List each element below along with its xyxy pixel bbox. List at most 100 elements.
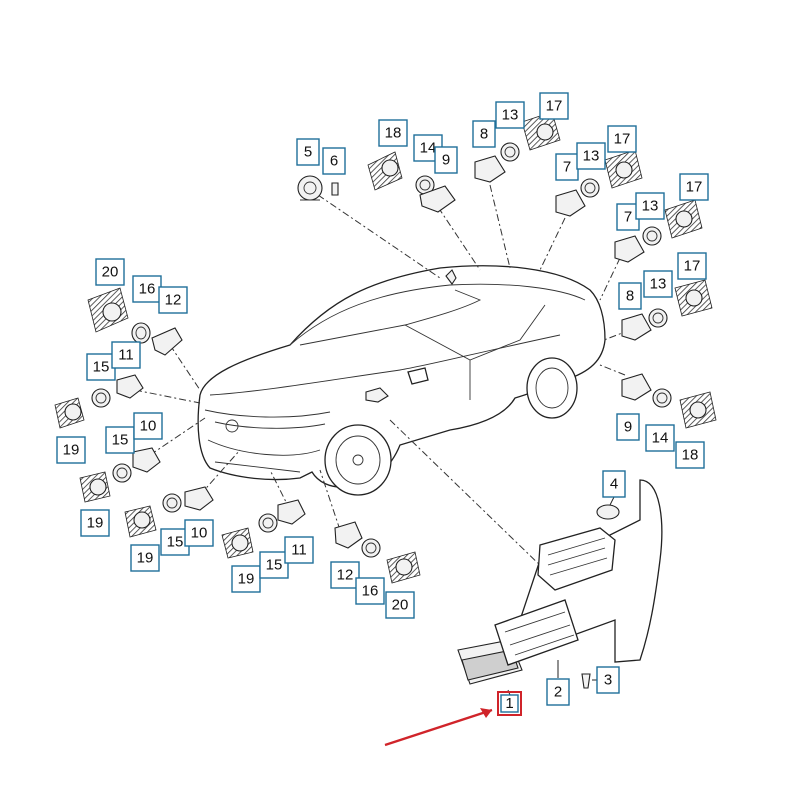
callout-11-bottom: 11 bbox=[284, 536, 314, 564]
svg-text:12: 12 bbox=[165, 292, 182, 309]
svg-text:17: 17 bbox=[684, 258, 701, 275]
car-side-window bbox=[404, 304, 546, 361]
screw-3 bbox=[581, 673, 591, 689]
callout-4: 4 bbox=[602, 470, 626, 498]
svg-text:7: 7 bbox=[624, 209, 632, 226]
sensor-11-bottom bbox=[277, 499, 306, 525]
sensor-9-right bbox=[621, 373, 652, 401]
callout-17-upper: 17 bbox=[607, 125, 637, 153]
svg-text:13: 13 bbox=[502, 107, 519, 124]
sensor-9-top bbox=[419, 185, 456, 213]
sensor-7-upper bbox=[555, 189, 586, 217]
warning-buzzer-5 bbox=[297, 175, 323, 201]
callout-12-bottom: 12 bbox=[330, 561, 360, 589]
callout-3: 3 bbox=[596, 666, 620, 694]
callout-9-right: 9 bbox=[616, 413, 640, 441]
callout-8-right: 8 bbox=[618, 282, 642, 310]
leader-lines bbox=[134, 184, 631, 571]
car-lower-grille bbox=[214, 461, 301, 473]
callout-13-lower: 13 bbox=[643, 270, 673, 298]
callout-5: 5 bbox=[296, 138, 320, 166]
svg-text:9: 9 bbox=[624, 419, 632, 436]
seal-ring-15-mid bbox=[112, 463, 132, 483]
seal-ring-13-right bbox=[642, 226, 662, 246]
callout-17-right: 17 bbox=[679, 173, 709, 201]
front-wheel bbox=[324, 424, 392, 496]
callout-16-top: 16 bbox=[132, 275, 162, 303]
callout-9-top: 9 bbox=[434, 146, 458, 174]
callout-20-bottom: 20 bbox=[385, 591, 415, 619]
car-windshield bbox=[299, 289, 482, 346]
seal-ring-13-lower bbox=[648, 308, 668, 328]
svg-text:6: 6 bbox=[330, 153, 338, 170]
sensor-12-top bbox=[151, 327, 183, 356]
callout-19-top: 19 bbox=[56, 436, 86, 464]
svg-text:20: 20 bbox=[102, 264, 119, 281]
front-module-marker bbox=[365, 387, 389, 403]
svg-text:15: 15 bbox=[93, 359, 110, 376]
seal-ring-13-top bbox=[500, 142, 520, 162]
sensor-10-mid bbox=[132, 447, 161, 473]
seal-ring-15-top bbox=[91, 388, 111, 408]
callout-1: 1 bbox=[500, 694, 519, 713]
svg-text:19: 19 bbox=[137, 550, 154, 567]
svg-text:1: 1 bbox=[505, 695, 513, 712]
car-roofline bbox=[289, 283, 586, 346]
svg-text:18: 18 bbox=[682, 447, 699, 464]
control-unit-holder bbox=[494, 599, 579, 666]
seal-ring-16-bottom bbox=[361, 538, 381, 558]
callout-13-right: 13 bbox=[635, 192, 665, 220]
svg-text:14: 14 bbox=[420, 140, 437, 157]
sensor-8-top bbox=[474, 155, 506, 183]
car-grille bbox=[204, 409, 331, 418]
svg-text:17: 17 bbox=[686, 179, 703, 196]
sensor-11-top bbox=[116, 374, 144, 399]
callout-12-top: 12 bbox=[158, 286, 188, 314]
component-4 bbox=[596, 504, 620, 520]
highlight-box-part-1 bbox=[497, 691, 522, 716]
sensor-8-right bbox=[621, 313, 652, 341]
car-hood-line bbox=[209, 369, 401, 396]
control-module-assembly bbox=[457, 479, 663, 701]
svg-text:8: 8 bbox=[480, 126, 488, 143]
seal-ring-14-right bbox=[652, 388, 672, 408]
car-badge bbox=[225, 419, 239, 433]
svg-text:16: 16 bbox=[139, 281, 156, 298]
svg-text:11: 11 bbox=[118, 347, 134, 364]
front-wheel-hub bbox=[352, 454, 364, 466]
side-mirror bbox=[407, 367, 429, 385]
svg-text:11: 11 bbox=[291, 542, 307, 559]
rear-wheel bbox=[526, 357, 578, 419]
seal-ring-15-bottom-left bbox=[162, 493, 182, 513]
svg-text:15: 15 bbox=[167, 534, 184, 551]
sensor-20-top bbox=[102, 302, 122, 322]
car-belt-line bbox=[399, 334, 561, 371]
screw-6 bbox=[331, 182, 339, 196]
seal-ring-15-bottom bbox=[258, 513, 278, 533]
svg-text:8: 8 bbox=[626, 288, 634, 305]
callout-17-lower: 17 bbox=[677, 252, 707, 280]
rear-wheel-rim bbox=[535, 367, 569, 409]
callout-2: 2 bbox=[546, 678, 570, 706]
callout-13-upper: 13 bbox=[576, 142, 606, 170]
svg-text:10: 10 bbox=[191, 525, 208, 542]
svg-text:17: 17 bbox=[546, 98, 563, 115]
callout-18-top: 18 bbox=[378, 119, 408, 147]
svg-text:17: 17 bbox=[614, 131, 631, 148]
callout-11-top: 11 bbox=[111, 341, 141, 369]
callout-14-right: 14 bbox=[645, 424, 675, 452]
callout-19-mid: 19 bbox=[80, 509, 110, 537]
sensor-7-right bbox=[614, 235, 645, 263]
callout-19-bottom-left: 19 bbox=[130, 544, 160, 572]
sensor-12-bottom bbox=[334, 521, 363, 549]
svg-text:20: 20 bbox=[392, 597, 409, 614]
highlight-arrow bbox=[384, 708, 493, 747]
callout-7-right: 7 bbox=[616, 203, 640, 231]
svg-text:19: 19 bbox=[63, 442, 80, 459]
callout-10-bottom: 10 bbox=[184, 519, 214, 547]
svg-text:13: 13 bbox=[583, 148, 600, 165]
callout-18-right: 18 bbox=[675, 441, 705, 469]
callout-6: 6 bbox=[322, 147, 346, 175]
svg-text:3: 3 bbox=[604, 672, 612, 689]
